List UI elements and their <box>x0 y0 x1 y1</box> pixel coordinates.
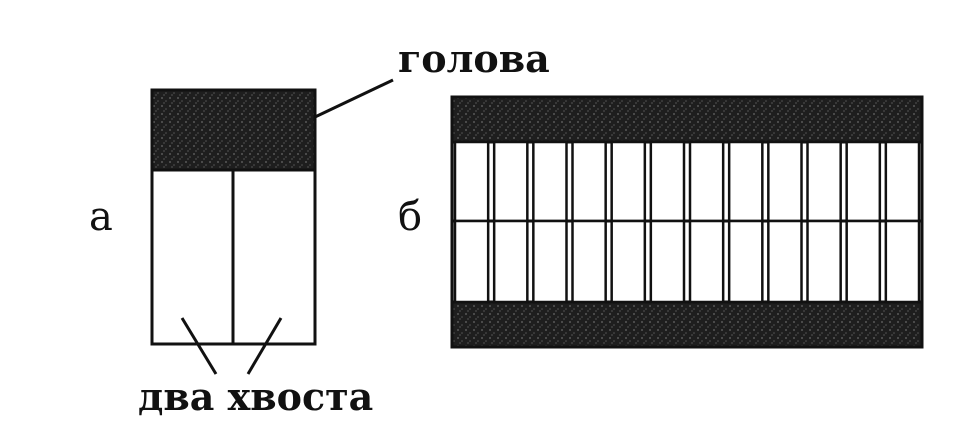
head-pointer-line <box>314 78 394 119</box>
tail-pointer-left <box>180 317 218 375</box>
bilayer-tail-bottom-9 <box>767 219 803 304</box>
tail-pointer-right <box>246 317 283 375</box>
bilayer-tail-top-11 <box>845 140 882 223</box>
tails-label: два хвоста <box>138 374 373 419</box>
bilayer-tail-bottom-11 <box>845 219 882 304</box>
bilayer-tail-top-8 <box>727 140 764 223</box>
lipid-head <box>150 88 317 172</box>
bilayer-bottom-heads <box>450 300 924 349</box>
bilayer-top-heads <box>450 95 924 144</box>
bilayer-tail-bottom-4 <box>571 219 607 304</box>
bilayer-tail-top-12 <box>884 140 921 223</box>
bilayer-tail-top-6 <box>649 140 686 223</box>
bilayer-tail-bottom-7 <box>688 219 725 304</box>
bilayer-tail-top-10 <box>806 140 842 223</box>
bilayer-tail-bottom-6 <box>649 219 686 304</box>
bilayer-tail-bottom-2 <box>492 219 529 304</box>
lipid-bilayer <box>450 95 924 349</box>
bilayer-tail-bottom-3 <box>532 219 568 304</box>
bilayer-tail-bottom-5 <box>610 219 647 304</box>
bilayer-tail-top-1 <box>453 140 490 223</box>
lipid-molecule <box>150 88 317 346</box>
bilayer-tail-top-9 <box>767 140 803 223</box>
bilayer-tail-top-4 <box>571 140 607 223</box>
bilayer-tail-columns <box>453 140 921 304</box>
bilayer-tail-bottom-10 <box>806 219 842 304</box>
bilayer-tail-bottom-8 <box>727 219 764 304</box>
bilayer-tail-top-3 <box>532 140 568 223</box>
head-label: голова <box>398 36 550 81</box>
panel-b-label: б <box>398 194 422 240</box>
panel-a-label: а <box>89 194 113 240</box>
bilayer-tail-bottom-1 <box>453 219 490 304</box>
bilayer-tail-bottom-12 <box>884 219 921 304</box>
bilayer-tail-top-5 <box>610 140 647 223</box>
bilayer-tail-top-7 <box>688 140 725 223</box>
bilayer-tail-top-2 <box>492 140 529 223</box>
